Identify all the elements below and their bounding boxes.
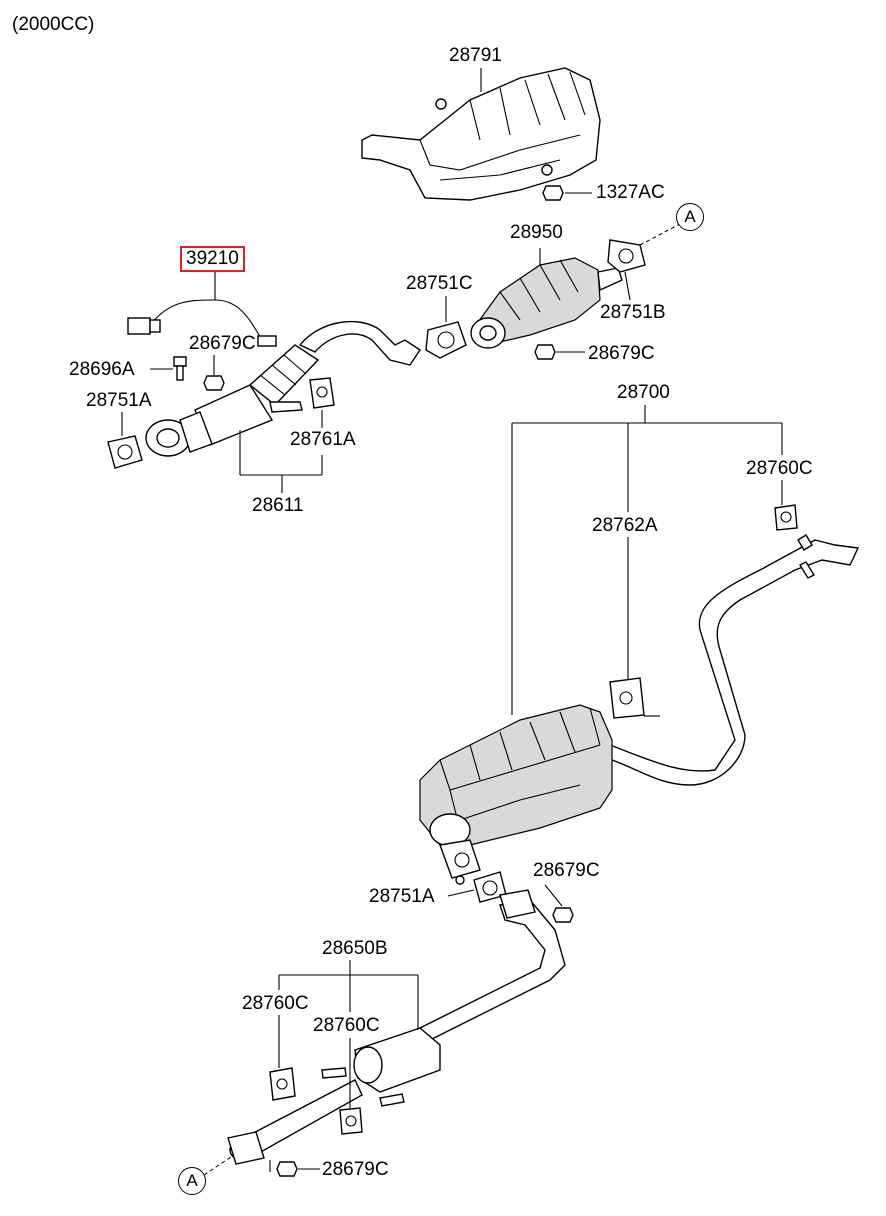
front-muffler-pipe-part	[227, 889, 566, 1165]
oxygen-sensor-39210	[127, 270, 277, 347]
callout-28679C-center[interactable]: 28679C	[533, 860, 600, 881]
callout-28760C-right[interactable]: 28760C	[313, 1015, 380, 1036]
callout-28751B[interactable]: 28751B	[600, 302, 666, 323]
callout-39210-highlighted[interactable]: 39210	[180, 246, 245, 272]
hanger-28761A	[309, 377, 335, 428]
hanger-28760C-right	[339, 1107, 363, 1135]
heat-shield-part	[361, 67, 601, 201]
callout-28679C-cat[interactable]: 28679C	[588, 343, 655, 364]
center-muffler-part	[419, 704, 613, 885]
callout-28650B[interactable]: 28650B	[322, 938, 388, 959]
reference-marker-a: A	[676, 203, 704, 231]
callout-28760C-tail[interactable]: 28760C	[746, 458, 813, 479]
callout-28696A[interactable]: 28696A	[69, 359, 135, 380]
callout-1327AC[interactable]: 1327AC	[596, 182, 665, 203]
hanger-28760C-left	[269, 1067, 296, 1101]
nut-28679C-cat	[534, 344, 585, 360]
nut-28679C-pipe	[203, 355, 225, 391]
nut-28679C-center	[544, 884, 574, 923]
callout-28950[interactable]: 28950	[510, 222, 563, 243]
leaders-28700	[511, 405, 783, 715]
hanger-28762A	[609, 677, 660, 719]
callout-28791[interactable]: 28791	[449, 45, 502, 66]
callout-28611[interactable]: 28611	[252, 495, 304, 516]
gasket-28751A-front	[107, 412, 143, 469]
bolt-28696A	[150, 356, 187, 381]
tail-pipe-part	[609, 534, 860, 786]
callout-28760C-left[interactable]: 28760C	[242, 993, 309, 1014]
nut-28679C-front	[269, 1160, 320, 1177]
front-pipe-28611	[145, 320, 421, 493]
nut-1327AC	[542, 185, 592, 201]
catalytic-converter-part	[470, 248, 623, 349]
leaders-28650B	[278, 960, 419, 1108]
reference-marker-a-bottom: A	[178, 1167, 206, 1195]
callout-28700[interactable]: 28700	[617, 382, 670, 403]
callout-28751C[interactable]: 28751C	[406, 273, 473, 294]
callout-28751A-front[interactable]: 28751A	[86, 390, 152, 411]
callout-28751A-rear[interactable]: 28751A	[369, 886, 435, 907]
callout-28761A[interactable]: 28761A	[290, 429, 356, 450]
dash-to-A-bottom	[203, 1154, 235, 1176]
engine-caption: (2000CC)	[12, 14, 95, 35]
gasket-28751C	[425, 296, 467, 359]
callout-28762A[interactable]: 28762A	[592, 515, 658, 536]
dash-to-A	[639, 223, 681, 246]
hanger-28760C-tail	[774, 504, 798, 531]
gasket-28751B	[607, 239, 646, 301]
callout-28679C-front[interactable]: 28679C	[322, 1159, 389, 1180]
callout-28679C-pipe[interactable]: 28679C	[189, 333, 256, 354]
